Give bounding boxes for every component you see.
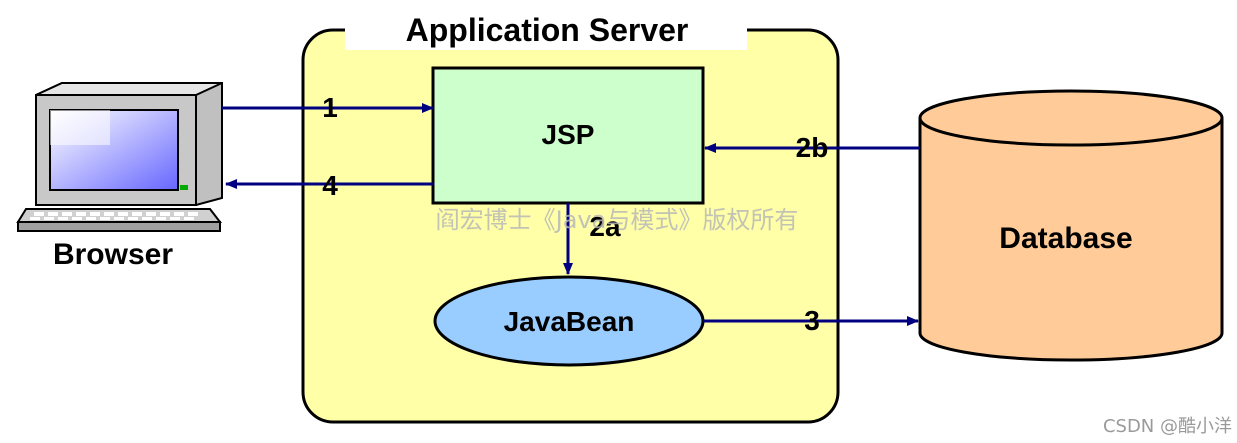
javabean-node: JavaBean (433, 275, 705, 367)
edge-3: 3 (703, 305, 919, 336)
credit-text: CSDN @酷小洋 (1103, 416, 1232, 437)
jsp-label: JSP (542, 119, 595, 150)
edge-1: 1 (222, 92, 434, 123)
edge-2b-label: 2b (796, 132, 829, 163)
edge-4: 4 (225, 170, 433, 201)
database-node: Database (918, 89, 1224, 362)
edge-2a-label: 2a (589, 211, 621, 242)
database-label: Database (999, 222, 1132, 255)
edge-2a: 2a (563, 203, 621, 275)
edge-1-label: 1 (322, 92, 338, 123)
container-title-backdrop (345, 10, 747, 50)
jsp-node: JSP (431, 66, 705, 205)
edge-4-label: 4 (322, 170, 338, 201)
watermark-text: 阎宏博士《Java与模式》版权所有 (436, 206, 799, 234)
container-title: Application Server (406, 12, 689, 48)
javabean-label: JavaBean (504, 306, 635, 337)
edge-2b: 2b (704, 132, 920, 163)
browser-label: Browser (53, 238, 173, 271)
edge-3-label: 3 (804, 305, 820, 336)
computer-icon: Browser (16, 82, 223, 271)
